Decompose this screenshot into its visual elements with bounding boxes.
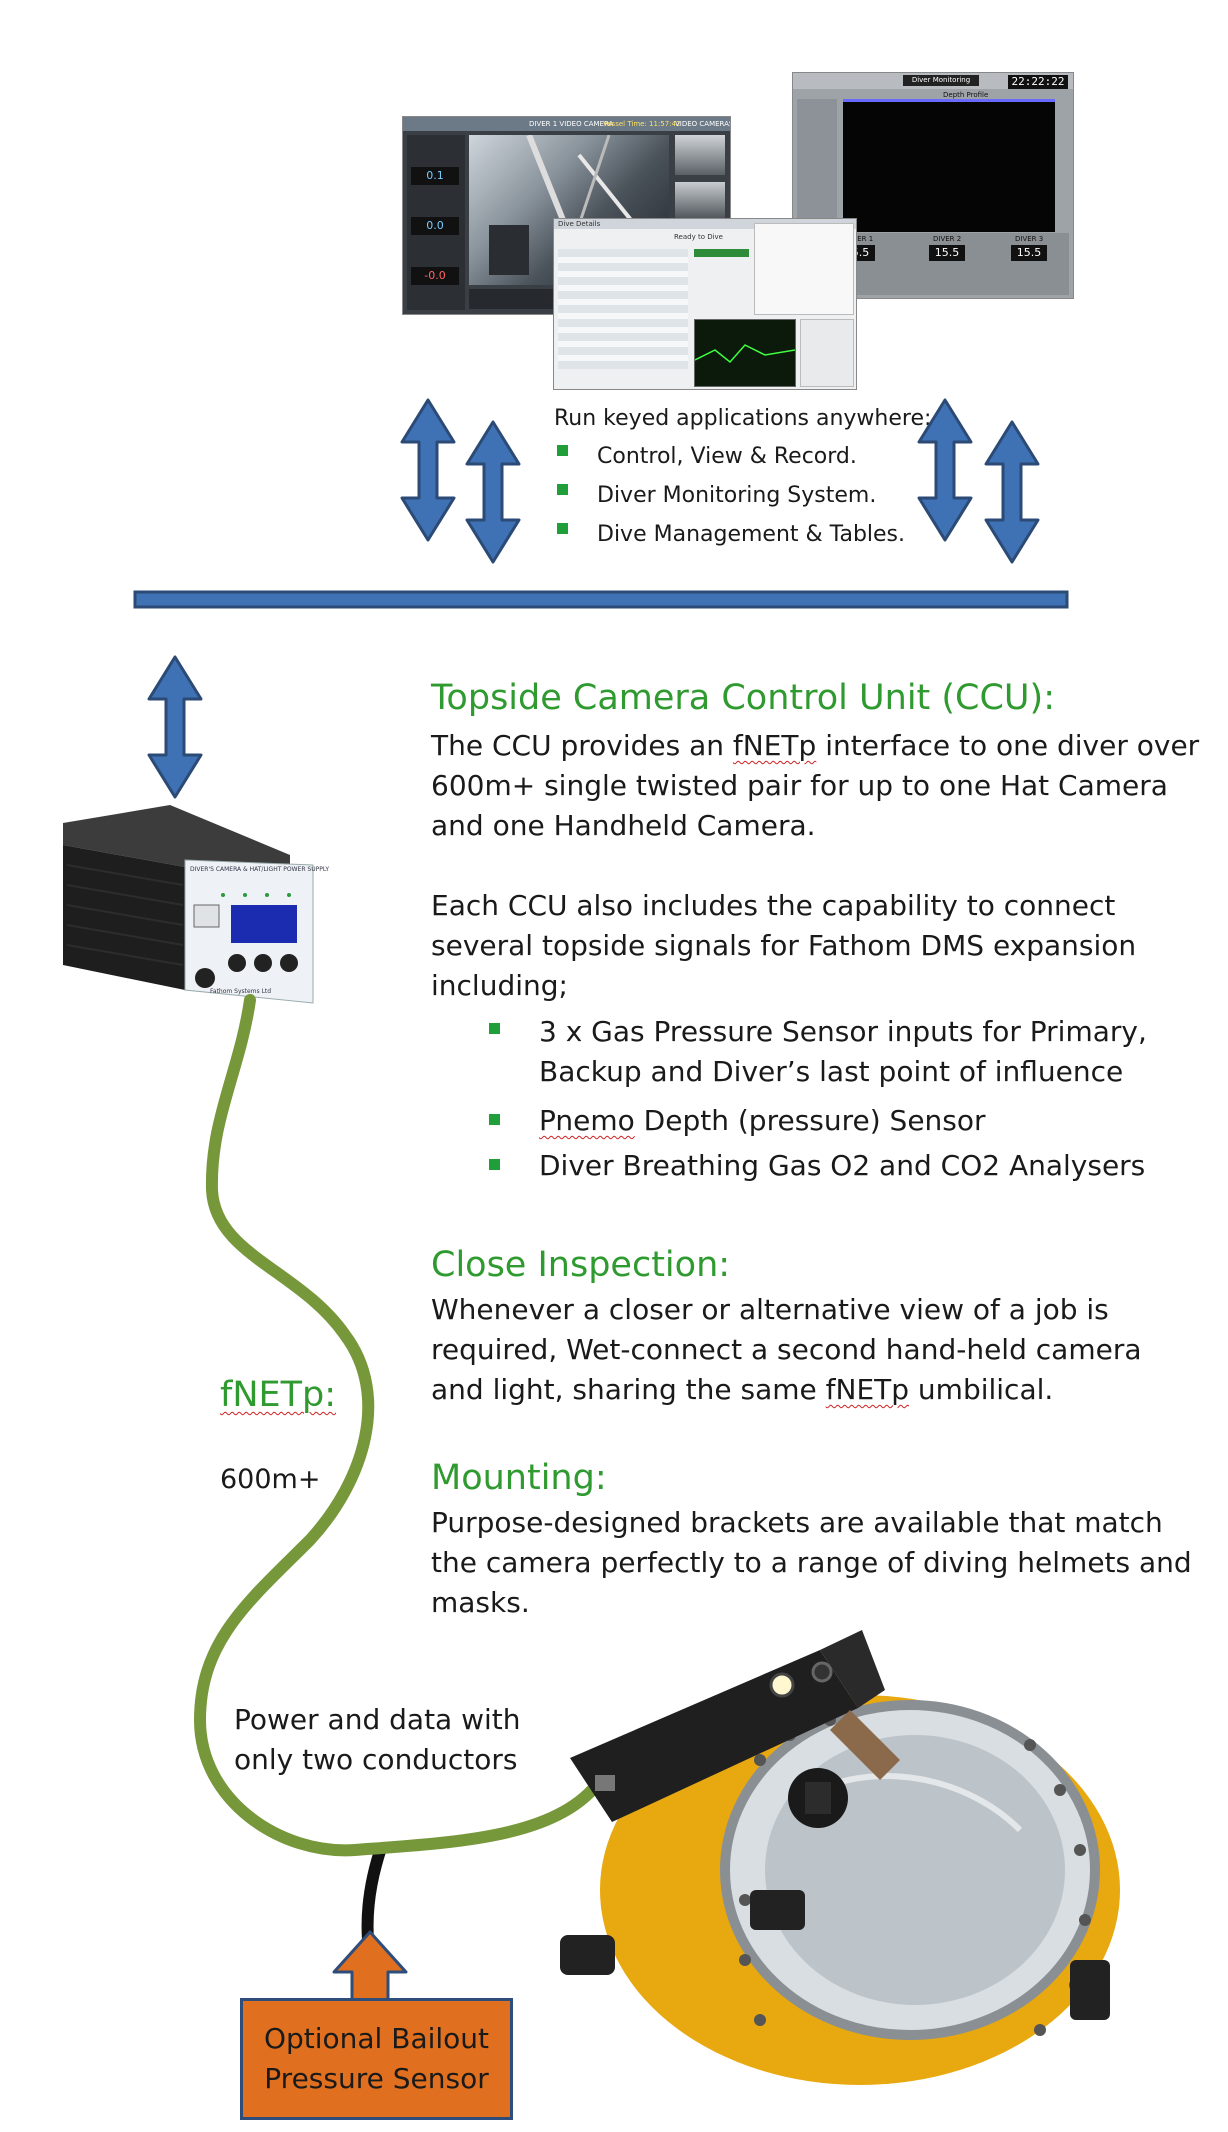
monitoring-clock: 22:22:22 bbox=[1008, 75, 1068, 89]
depth-readout-1: 0.1 bbox=[411, 167, 459, 185]
bailout-lead bbox=[361, 1843, 388, 1941]
video-screen-time: Vessel Time: 11:57:42 bbox=[603, 120, 681, 128]
ccu-bullet-marker bbox=[489, 1159, 500, 1170]
fnetp-umbilical bbox=[193, 994, 608, 1857]
apps-bullet-marker bbox=[557, 523, 568, 534]
ccu-device-image bbox=[63, 805, 314, 1004]
power-data-note: Power and data with only two conductors bbox=[234, 1703, 521, 1776]
diver-3-depth: 15.5 bbox=[1011, 245, 1047, 261]
bailout-line-2: Pressure Sensor bbox=[264, 2062, 489, 2095]
depth-readout-3: -0.0 bbox=[411, 267, 459, 285]
diver-1-label: DIVER 1 bbox=[845, 235, 874, 243]
apps-bullet-3: Dive Management & Tables. bbox=[597, 522, 906, 547]
apps-bullet-marker bbox=[557, 445, 568, 456]
network-bus bbox=[133, 590, 1069, 609]
ccu-bullet-gas-pressure: 3 x Gas Pressure Sensor inputs for Prima… bbox=[539, 1015, 1147, 1088]
apps-bullet-marker bbox=[557, 484, 568, 495]
ccu-bullet-analysers: Diver Breathing Gas O2 and CO2 Analysers bbox=[539, 1149, 1146, 1182]
ccu-device-brand: Fathom Systems Ltd bbox=[210, 988, 272, 995]
bailout-arrow bbox=[332, 1930, 408, 2004]
bailout-sensor-box: Optional Bailout Pressure Sensor bbox=[240, 1998, 513, 2120]
mounting-text: Purpose-designed brackets are available … bbox=[431, 1506, 1192, 1619]
ccu-heading: Topside Camera Control Unit (CCU): bbox=[431, 678, 1055, 718]
depth-readout-2: 0.0 bbox=[411, 217, 459, 235]
apps-caption: Run keyed applications anywhere: - bbox=[554, 406, 947, 431]
diver-3-label: DIVER 3 bbox=[1015, 235, 1044, 243]
diver-2-label: DIVER 2 bbox=[933, 235, 962, 243]
dive-status: Ready to Dive bbox=[674, 233, 723, 241]
bailout-line-1: Optional Bailout bbox=[263, 2022, 490, 2055]
ccu-description: The CCU provides an fNETp interface to o… bbox=[431, 729, 1200, 842]
apps-bullet-2: Diver Monitoring System. bbox=[597, 483, 877, 508]
depth-profile-label: Depth Profile bbox=[943, 91, 989, 99]
diver-monitoring-screenshot: Diver Monitoring 22:22:22 Depth Profile … bbox=[792, 72, 1074, 299]
close-inspection-heading: Close Inspection: bbox=[431, 1245, 731, 1285]
ccu-bullet-marker bbox=[489, 1023, 500, 1034]
mounting-heading: Mounting: bbox=[431, 1458, 607, 1498]
ccu-expansion-text: Each CCU also includes the capability to… bbox=[431, 889, 1137, 1002]
apps-bullet-1: Control, View & Record. bbox=[597, 444, 857, 469]
dive-tables-screenshot: Dive Details Ready to Dive bbox=[553, 218, 857, 390]
monitoring-title: Diver Monitoring bbox=[903, 75, 979, 86]
ccu-bullet-marker bbox=[489, 1114, 500, 1125]
depth-profile-chart bbox=[843, 99, 1055, 232]
ccu-bullet-pnemo: Pnemo Depth (pressure) Sensor bbox=[539, 1104, 986, 1137]
dive-details-title: Dive Details bbox=[558, 220, 601, 228]
cable-length-label: 600m+ bbox=[220, 1464, 321, 1495]
network-diagram bbox=[133, 398, 1069, 799]
fnetp-label: fNETp: bbox=[220, 1375, 337, 1415]
diver-2-depth: 15.5 bbox=[929, 245, 965, 261]
ccu-device-label: DIVER'S CAMERA & HAT/LIGHT POWER SUPPLY bbox=[190, 866, 330, 873]
video-screen-title: DIVER 1 VIDEO CAMERA bbox=[529, 120, 614, 128]
video-cameras-title: VIDEO CAMERAS bbox=[675, 120, 731, 128]
close-inspection-text: Whenever a closer or alternative view of… bbox=[431, 1293, 1142, 1406]
